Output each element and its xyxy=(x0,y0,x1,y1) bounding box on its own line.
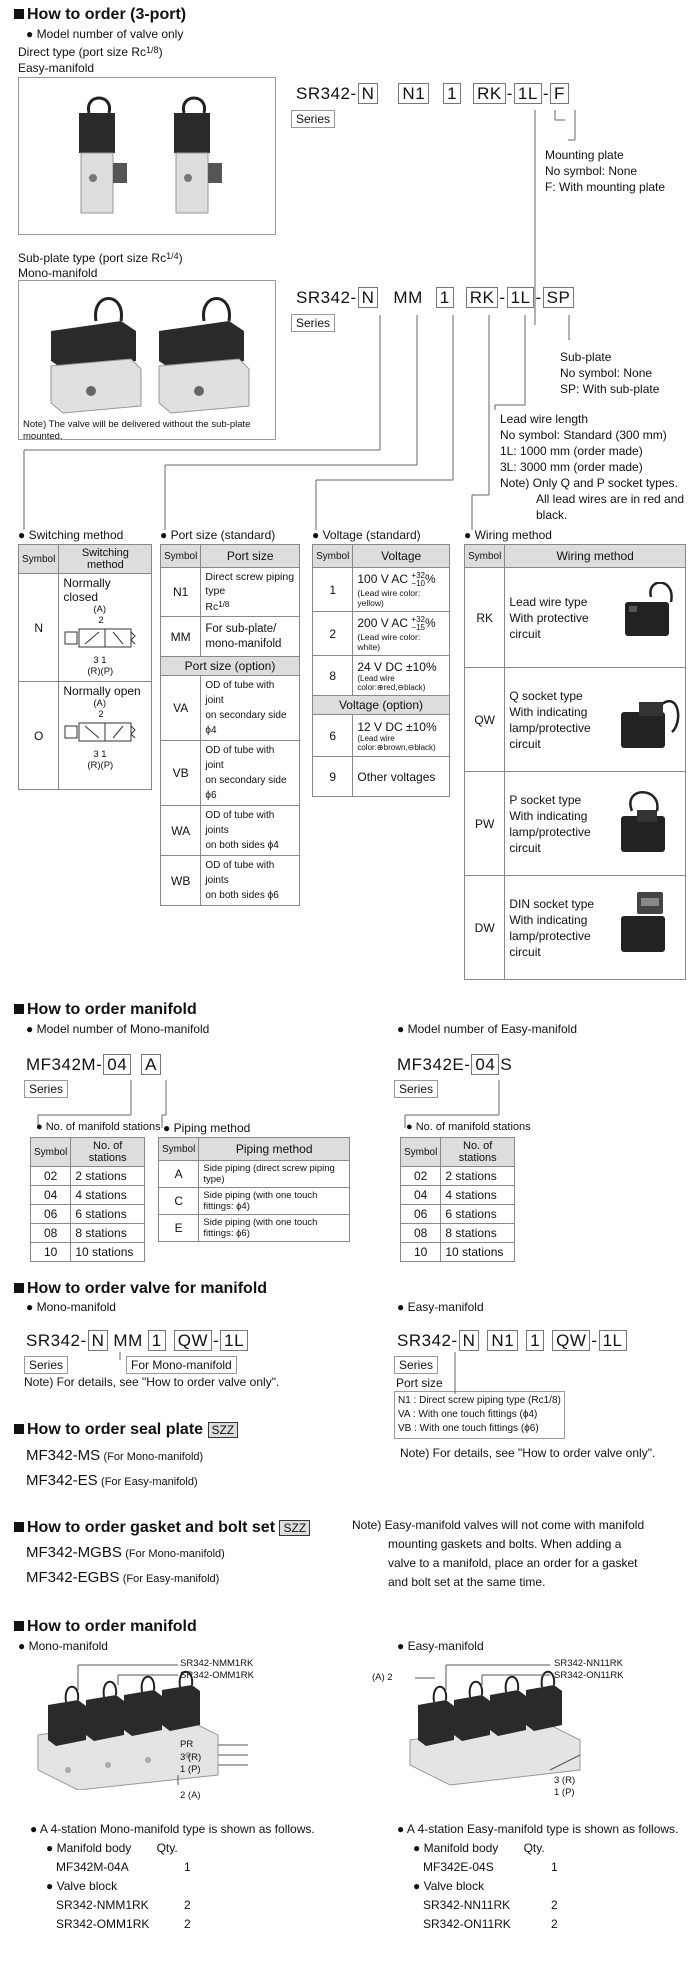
easy-manifold-subheading: ● Model number of Easy-manifold xyxy=(397,1022,578,1036)
stations-title-easy: ● No. of manifold stations xyxy=(406,1121,531,1133)
section-heading-manifold-2: How to order manifold xyxy=(14,1618,197,1636)
direct-type-label: Direct type (port size Rc1/8) xyxy=(18,45,163,59)
szz-tag-seal: SZZ xyxy=(207,1422,239,1438)
m2-mono-label-b: SR342-OMM1RK xyxy=(180,1670,254,1681)
lead-wire-type-image xyxy=(625,582,673,636)
din-socket-type-image xyxy=(621,892,665,952)
series-label-mono: Series xyxy=(24,1080,69,1098)
subheading-valve-only: ● Model number of valve only xyxy=(26,27,184,41)
seal-item-ms: MF342-MS (For Mono-manifold) xyxy=(26,1447,204,1464)
normally-open-label: Normally open xyxy=(63,684,141,698)
szz-tag-gasket: SZZ xyxy=(279,1520,311,1536)
mono-parts-list: ● A 4-station Mono-manifold type is show… xyxy=(30,1822,315,1931)
section-heading-valve-for-manifold: How to order valve for manifold xyxy=(14,1280,267,1298)
mono-manifold-image xyxy=(37,1664,248,1790)
m2-easy-label-p: 1 (P) xyxy=(554,1787,575,1798)
vfm-for-mono: For Mono-manifold xyxy=(126,1356,237,1374)
piping-method-title: ● Piping method xyxy=(163,1121,251,1135)
series-label-easy: Series xyxy=(394,1080,439,1098)
m2-easy-label-b: SR342-ON11RK xyxy=(554,1670,624,1681)
voltage-title: ● Voltage (standard) xyxy=(312,528,421,542)
m2-easy-label-a: SR342-NN11RK xyxy=(554,1658,623,1669)
vfm-connector-lines xyxy=(119,1352,456,1394)
gasket-item-mgbs: MF342-MGBS (For Mono-manifold) xyxy=(26,1544,225,1561)
series-label-1: Series xyxy=(291,110,336,128)
vfm-port-size-title: Port size xyxy=(396,1376,443,1390)
section-heading-seal-plate: How to order seal plate SZZ xyxy=(14,1421,239,1439)
m2-mono-label-2a: 2 (A) xyxy=(180,1790,201,1801)
seal-item-es: MF342-ES (For Easy-manifold) xyxy=(26,1472,198,1489)
vfm-mono-note: Note) For details, see "How to order val… xyxy=(24,1375,280,1389)
wiring-method-title: ● Wiring method xyxy=(464,528,552,542)
nc-valve-symbol xyxy=(64,628,137,648)
section-heading-gasket: How to order gasket and bolt set SZZ xyxy=(14,1519,311,1537)
vfm-series-easy: Series xyxy=(394,1356,439,1374)
m2-easy-label-r: 3 (R) xyxy=(554,1775,576,1786)
vfm-easy-note: Note) For details, see "How to order val… xyxy=(400,1446,656,1460)
subplate-type-label: Sub-plate type (port size Rc1/4) xyxy=(18,251,183,265)
manifold-connector-lines xyxy=(37,1080,500,1128)
m2-mono-label: ● Mono-manifold xyxy=(18,1639,108,1653)
m2-easy-label-2: (A) 2 xyxy=(372,1672,393,1683)
section-heading-3port: How to order (3-port) xyxy=(14,6,186,24)
port-size-option-header: Port size (option) xyxy=(160,656,300,676)
gasket-note: Note) Easy-manifold valves will not come… xyxy=(352,1518,645,1589)
voltage-option-header: Voltage (option) xyxy=(312,695,450,715)
m2-mono-label-p: 1 (P) xyxy=(180,1764,201,1775)
mono-manifold-label: Mono-manifold xyxy=(18,266,98,280)
no-valve-symbol xyxy=(64,722,137,742)
series-label-2: Series xyxy=(291,314,336,332)
switch-sym-n: N xyxy=(17,573,60,682)
normally-closed-label: Normally closed xyxy=(63,576,111,604)
port-size-title: ● Port size (standard) xyxy=(160,528,276,542)
p-socket-type-image xyxy=(621,791,665,852)
easy-manifold-label: Easy-manifold xyxy=(18,61,95,75)
photo-note: Note) The valve will be delivered withou… xyxy=(23,419,251,442)
gasket-item-egbs: MF342-EGBS (For Easy-manifold) xyxy=(26,1569,220,1586)
vfm-port-size-box: N1 : Direct screw piping type (Rc1/8)VA … xyxy=(394,1391,565,1439)
section-heading-manifold: How to order manifold xyxy=(14,1001,197,1019)
direct-type-photo xyxy=(18,77,276,235)
switching-method-title: ● Switching method xyxy=(18,528,124,542)
subplate-type-photo: Note) The valve will be delivered withou… xyxy=(18,280,276,442)
m2-easy-label: ● Easy-manifold xyxy=(397,1639,484,1653)
easy-parts-list: ● A 4-station Easy-manifold type is show… xyxy=(397,1822,679,1931)
easy-manifold-image xyxy=(409,1664,581,1786)
vfm-easy-label: ● Easy-manifold xyxy=(397,1300,484,1314)
m2-mono-label-a: SR342-NMM1RK xyxy=(180,1658,254,1669)
q-socket-type-image xyxy=(621,700,680,748)
m2-mono-label-pr: PR xyxy=(180,1739,194,1750)
vfm-series-mono: Series xyxy=(24,1356,69,1374)
m2-mono-label-r: 3 (R) xyxy=(180,1752,202,1763)
vfm-mono-label: ● Mono-manifold xyxy=(26,1300,116,1314)
switch-sym-o: O xyxy=(17,681,60,790)
stations-title-mono: ● No. of manifold stations xyxy=(36,1121,161,1133)
connector-lines xyxy=(23,110,576,530)
mono-manifold-subheading: ● Model number of Mono-manifold xyxy=(26,1022,210,1036)
